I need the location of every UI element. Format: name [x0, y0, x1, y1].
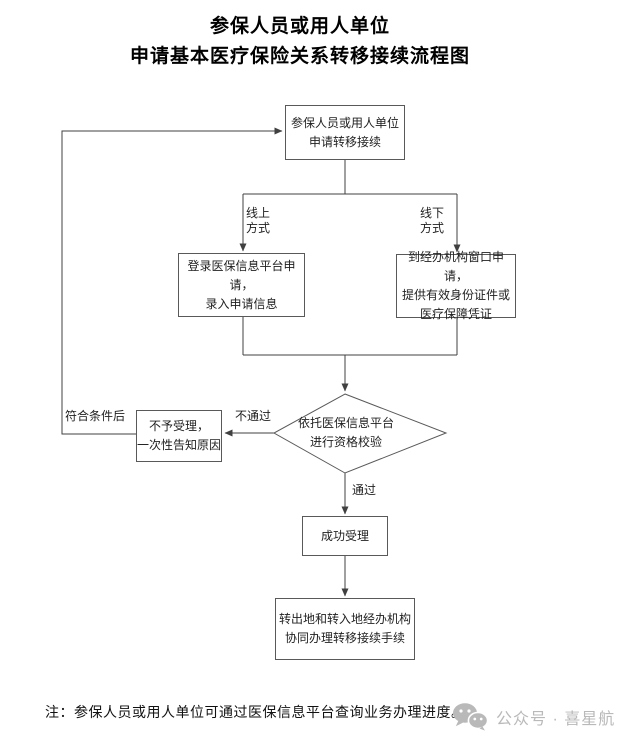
footer-note: 注：参保人员或用人单位可通过医保信息平台查询业务办理进度。	[45, 706, 466, 721]
edge-label-condition-met: 符合条件后	[65, 409, 126, 423]
node-offline-window-apply: 到经办机构窗口申请， 提供有效身份证件或 医疗保障凭证	[396, 250, 516, 321]
edge-label-online-method: 线上 方式	[246, 206, 271, 235]
page-title-line2: 申请基本医疗保险关系转移接续流程图	[129, 46, 470, 67]
watermark: 公众号 · 喜星航	[452, 702, 615, 731]
node-offline-label: 到经办机构窗口申请， 提供有效身份证件或 医疗保障凭证	[401, 250, 510, 321]
page-title: 参保人员或用人单位 申请基本医疗保险关系转移接续流程图	[0, 12, 600, 72]
node-decision-qualification-check: 依托医保信息平台 进行资格校验	[297, 416, 394, 449]
page-title-line1: 参保人员或用人单位	[209, 16, 390, 37]
decision-diamond-shape	[272, 393, 448, 474]
edge-label-offline-method: 线下 方式	[420, 206, 445, 235]
watermark-text: 公众号 · 喜星航	[496, 710, 616, 728]
node-joint-handling: 转出地和转入地经办机构 协同办理转移接续手续	[275, 598, 415, 660]
edge-label-fail: 不通过	[235, 409, 272, 423]
edge-reject-feedback-loop	[61, 127, 283, 435]
node-joint-handling-label: 转出地和转入地经办机构 协同办理转移接续手续	[278, 612, 411, 645]
node-accepted-label: 成功受理	[320, 528, 369, 543]
node-start-apply-transfer: 参保人员或用人单位 申请转移接续	[285, 105, 405, 160]
node-online-label: 登录医保信息平台申请， 录入申请信息	[187, 258, 296, 311]
node-online-platform-apply: 登录医保信息平台申请， 录入申请信息	[178, 253, 305, 317]
wechat-official-account-icon	[453, 703, 488, 731]
node-reject-label: 不予受理， 一次性告知原因	[137, 419, 222, 452]
node-accepted: 成功受理	[302, 516, 388, 556]
node-start-label: 参保人员或用人单位 申请转移接续	[290, 115, 399, 149]
node-reject-notify-reason: 不予受理， 一次性告知原因	[136, 410, 222, 462]
edge-label-pass: 通过	[352, 483, 377, 497]
